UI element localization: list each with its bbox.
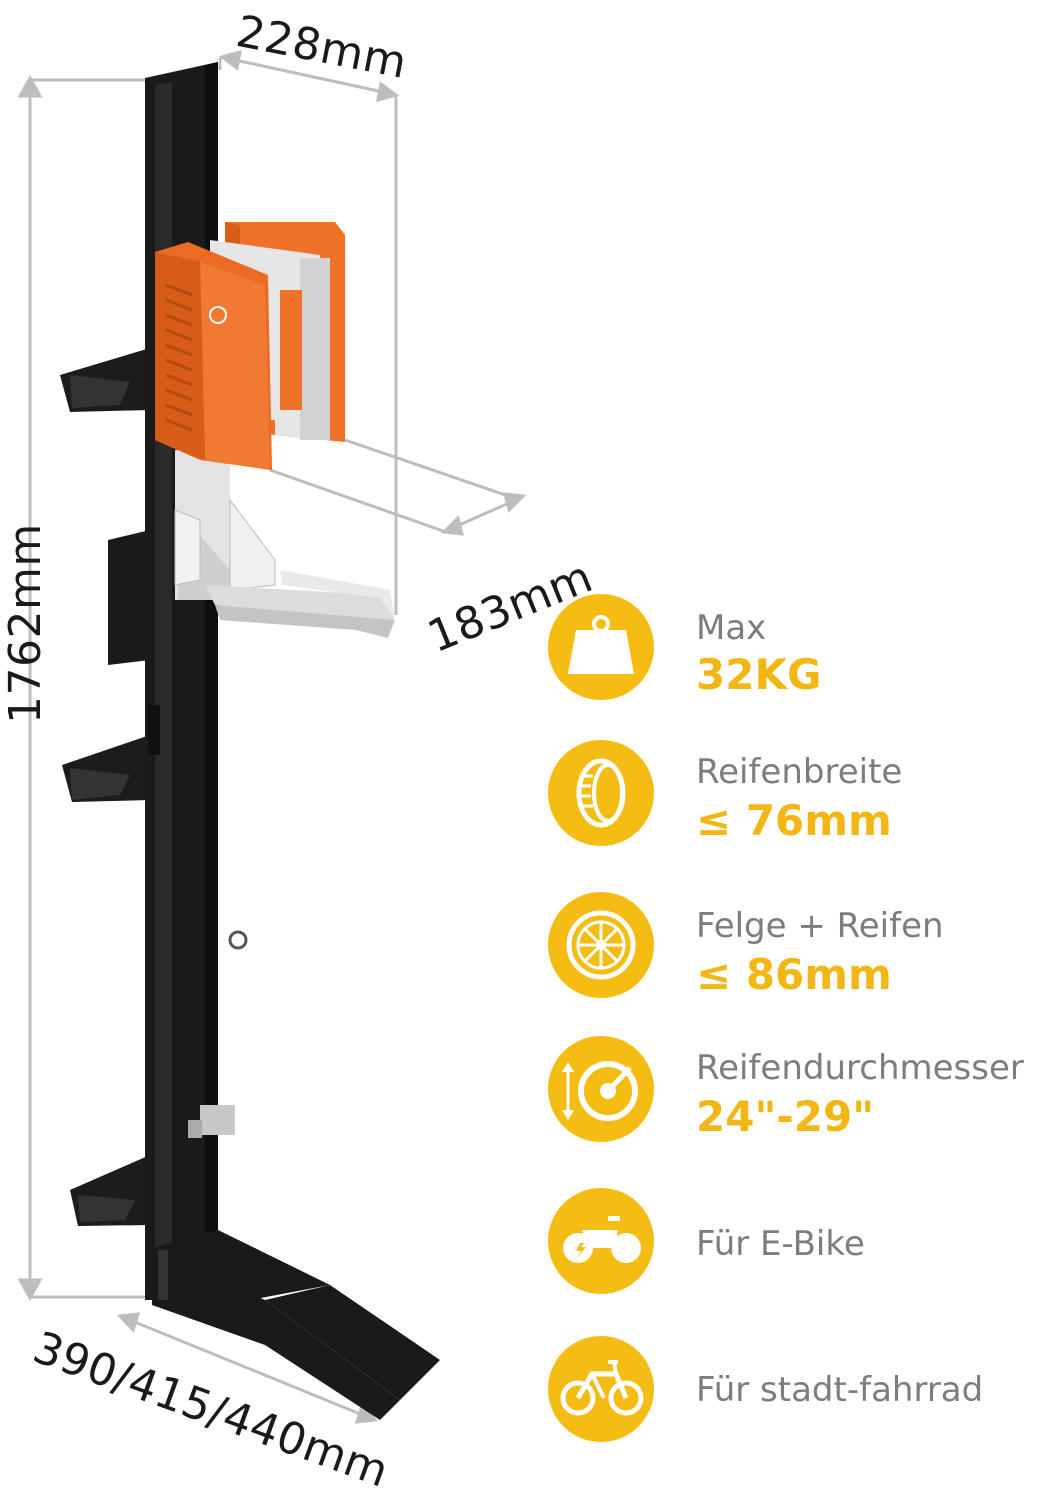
spec-item-city-bike: Für stadt-fahrrad <box>548 1336 1048 1446</box>
city-bike-icon <box>548 1336 654 1442</box>
wheel-icon <box>548 892 654 998</box>
spec-label: Felge + Reifen <box>696 906 944 946</box>
spec-item-tire-diameter: Reifendurchmesser 24"-29" <box>548 1036 1048 1146</box>
spec-item-rim-tire: Felge + Reifen ≤ 86mm <box>548 892 1048 1002</box>
spec-label: Reifendurchmesser <box>696 1048 1024 1088</box>
spec-label: Max <box>696 608 767 648</box>
e-bike-icon <box>548 1188 654 1294</box>
spec-item-tire-width: Reifenbreite ≤ 76mm <box>548 740 1048 850</box>
spec-item-max-weight: Max 32KG <box>548 594 1048 704</box>
wall-hooks <box>60 348 150 1226</box>
spec-label: Für E-Bike <box>696 1224 865 1264</box>
spec-value: 24"-29" <box>696 1092 875 1141</box>
tire-diameter-icon <box>548 1036 654 1142</box>
spec-value: 32KG <box>696 650 822 699</box>
dimension-lines <box>17 49 527 1424</box>
spec-item-e-bike: Für E-Bike <box>548 1188 1048 1298</box>
support-arm <box>174 450 395 638</box>
spec-label: Reifenbreite <box>696 752 903 792</box>
weight-icon <box>548 594 654 700</box>
dimension-height: 1762mm <box>0 523 51 724</box>
spec-value: ≤ 76mm <box>696 796 892 845</box>
spec-value: ≤ 86mm <box>696 950 892 999</box>
tire-width-icon <box>548 740 654 846</box>
base-foot <box>152 1230 440 1420</box>
spec-label: Für stadt-fahrrad <box>696 1370 984 1410</box>
wheel-holder <box>155 222 345 470</box>
